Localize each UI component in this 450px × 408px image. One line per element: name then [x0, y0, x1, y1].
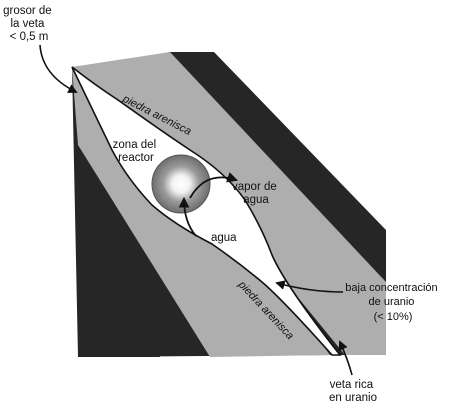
rich-vein-arrow — [338, 340, 353, 376]
water-arrow — [178, 196, 197, 237]
dark-strip-left — [78, 170, 160, 357]
vein-thickness-label: grosor de la veta < 0,5 m — [3, 5, 55, 43]
rich-vein-label: veta rica en uranio — [329, 379, 377, 404]
reactor-zone-label: zona del reactor — [113, 139, 160, 164]
reactor-sphere — [151, 154, 211, 214]
steam-arrow — [189, 172, 239, 199]
low-concentration-label: baja concentración de uranio (< 10%) — [345, 282, 440, 323]
vein-thickness-arrow — [39, 44, 78, 93]
water-label: agua — [211, 232, 237, 244]
uranium-vein — [71, 66, 342, 356]
steam-label: vapor de agua — [232, 181, 280, 206]
dark-strip-right — [170, 52, 386, 282]
low-concentration-arrow — [275, 280, 344, 293]
